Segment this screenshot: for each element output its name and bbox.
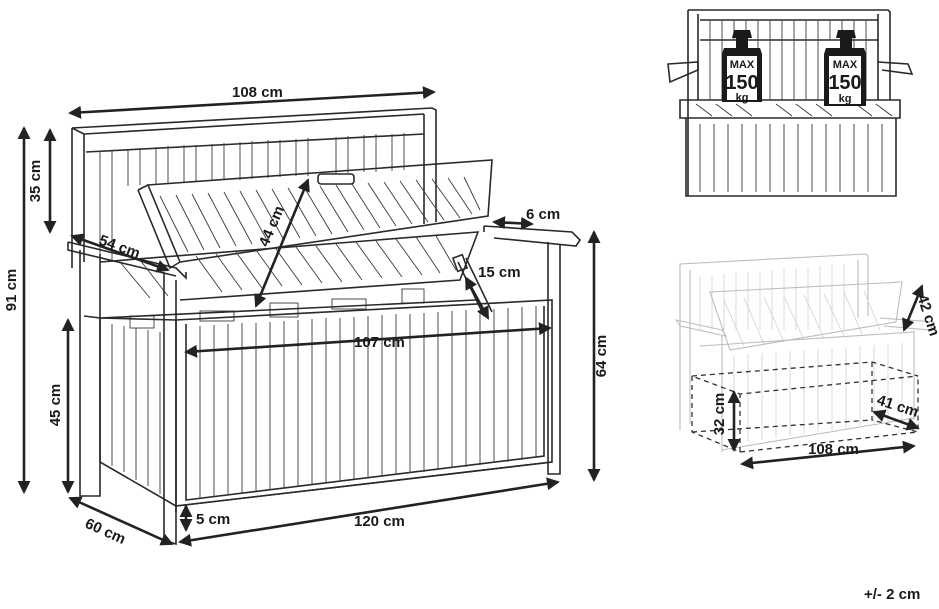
label-seat-height: 45 cm [47,384,64,427]
label-backrest-height: 35 cm [27,160,44,203]
tolerance-note: +/- 2 cm [864,586,920,603]
label-lid-height: 42 cm [913,293,939,339]
label-total-width: 120 cm [354,513,405,530]
weight-right-max: MAX [833,59,858,71]
label-hinge-length: 15 cm [478,264,521,281]
label-inner-width: 107 cm [354,334,405,351]
weight-icon-right: MAX 150 kg [824,30,866,106]
main-dimension-arrows [17,86,601,547]
storage-volume-drawing: 42 cm 32 cm 41 cm 108 cm [674,253,939,470]
weight-right-unit: kg [839,93,852,105]
lid-handle [317,173,355,185]
weight-left-max: MAX [730,59,755,71]
main-bench-drawing [67,107,582,546]
main-dimension-labels: 108 cm 35 cm 91 cm 54 cm 44 cm 6 cm 15 c… [3,84,610,548]
label-box-width: 108 cm [808,441,859,458]
weight-left-value: 150 [725,72,758,94]
label-armrest-width: 6 cm [526,206,560,223]
load-capacity-drawing: MAX 150 kg MAX 150 kg [667,9,914,197]
label-total-height: 91 cm [3,269,20,312]
box-front-slats [111,306,537,498]
weight-left-unit: kg [736,92,749,104]
backrest-slats [99,133,405,262]
label-arm-height: 64 cm [593,335,610,378]
label-ground-clearance: 5 cm [196,511,230,528]
weight-right-value: 150 [828,72,861,94]
label-back-width: 108 cm [232,84,283,101]
label-box-height: 32 cm [711,393,728,436]
weight-icon-left: MAX 150 kg [722,30,762,104]
